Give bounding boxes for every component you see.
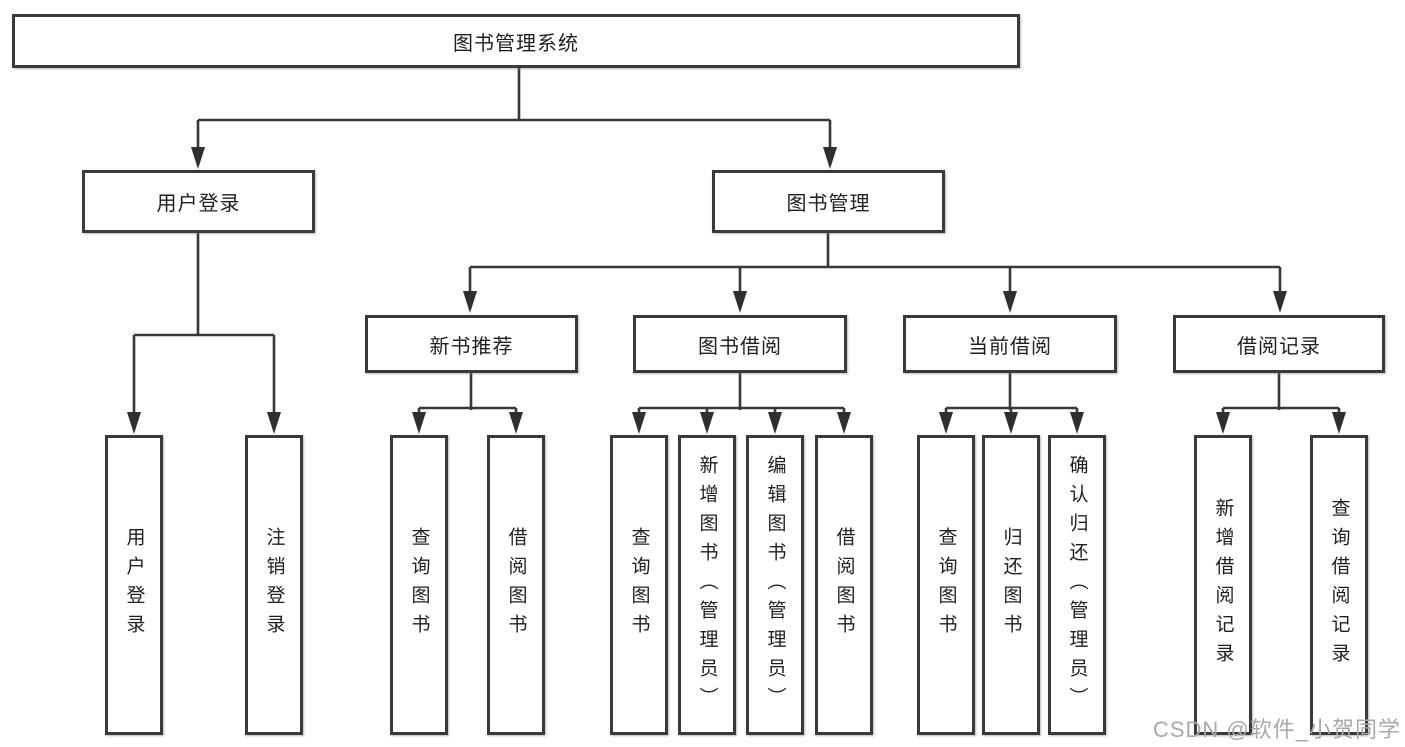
csdn-watermark: CSDN @软件_小贺同学 [1152,717,1401,742]
node-book-management: 图书管理 [712,170,945,233]
leaf-logout: 注销登录 [245,435,303,735]
leaf-add-book-admin: 新增图书（管理员） [678,435,736,735]
leaf-query-books-borrowing: 查询图书 [610,435,668,735]
node-new-book-recommend: 新书推荐 [365,315,578,373]
leaf-query-books-current: 查询图书 [917,435,975,735]
node-borrow-records: 借阅记录 [1173,315,1385,373]
leaf-borrow-books-recommend: 借阅图书 [487,435,545,735]
leaf-return-books: 归还图书 [982,435,1040,735]
leaf-edit-book-admin: 编辑图书（管理员） [746,435,804,735]
leaf-confirm-return-admin: 确认归还（管理员） [1048,435,1106,735]
leaf-borrow-books: 借阅图书 [815,435,873,735]
node-user-login: 用户登录 [82,170,315,233]
node-book-borrowing: 图书借阅 [633,315,847,373]
leaf-add-borrow-record: 新增借阅记录 [1194,435,1252,735]
node-current-borrowing: 当前借阅 [903,315,1117,373]
leaf-query-books-recommend: 查询图书 [390,435,448,735]
node-root-system: 图书管理系统 [12,14,1020,68]
leaf-user-login: 用户登录 [105,435,163,735]
leaf-query-borrow-record: 查询借阅记录 [1310,435,1368,735]
